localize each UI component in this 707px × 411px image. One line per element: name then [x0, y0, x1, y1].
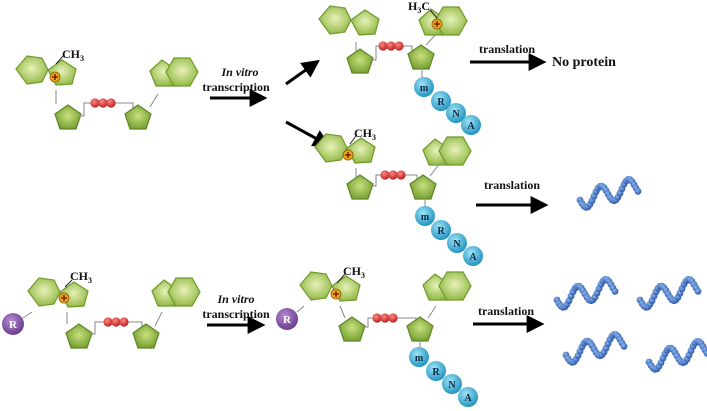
- svg-text:A: A: [469, 252, 477, 263]
- protein-coil-icon: [576, 176, 642, 211]
- svg-text:m: m: [421, 212, 430, 223]
- r-group-cap-icon: [2, 313, 24, 335]
- translation-label: translation: [478, 304, 534, 318]
- methyl-plus-icon: [342, 149, 354, 161]
- correct-cap-mrna: CH3 m R N A: [314, 126, 483, 266]
- triphosphate-bridge-icon: [372, 313, 398, 323]
- h3c-label: H3C: [408, 0, 430, 15]
- r-cap-mrna: R CH3 m R N A: [276, 264, 478, 407]
- ch3-label: CH3: [343, 264, 365, 280]
- svg-text:N: N: [448, 380, 456, 391]
- transcription-label: transcription: [202, 80, 270, 94]
- svg-text:N: N: [452, 109, 460, 120]
- r-cap-analog-left: R CH3: [2, 269, 201, 349]
- triphosphate-bridge-icon: [103, 317, 129, 327]
- svg-text:R: R: [437, 97, 445, 108]
- triphosphate-bridge-icon: [90, 98, 116, 108]
- methyl-plus-icon: [58, 292, 70, 304]
- arrow-icon: [285, 59, 320, 86]
- protein-coil-icon: [636, 276, 702, 311]
- protein-coil-icon: [562, 331, 628, 366]
- svg-text:R: R: [437, 226, 445, 237]
- protein-bead: [703, 349, 707, 357]
- svg-text:m: m: [415, 353, 424, 364]
- no-protein-label: No protein: [552, 55, 616, 70]
- protein-coil-icon: [553, 276, 619, 311]
- protein-bead: [634, 187, 642, 195]
- protein-bead: [620, 342, 628, 350]
- mrna-bead-chain-icon: m R N A: [415, 206, 483, 266]
- triphosphate-bridge-icon: [380, 170, 406, 180]
- ch3-label: CH3: [70, 269, 92, 285]
- mrna-bead-chain-icon: m R N A: [414, 77, 481, 135]
- svg-text:R: R: [432, 367, 440, 378]
- in-vitro-label: In vitro: [220, 65, 258, 79]
- svg-text:R: R: [9, 319, 18, 331]
- methyl-plus-icon: [431, 18, 443, 30]
- svg-text:A: A: [464, 393, 472, 404]
- mrna-bead-chain-icon: m R N A: [409, 347, 478, 407]
- transcription-label: transcription: [202, 307, 270, 321]
- triphosphate-bridge-icon: [378, 41, 404, 51]
- svg-text:R: R: [283, 314, 292, 326]
- cap-analog-left-top: CH3: [15, 47, 199, 130]
- svg-text:m: m: [420, 83, 429, 94]
- methyl-plus-icon: [49, 71, 61, 83]
- methyl-plus-icon: [330, 288, 342, 300]
- ch3-label: CH3: [62, 47, 84, 63]
- ch3-label: CH3: [354, 126, 376, 142]
- protein-bead: [694, 287, 702, 295]
- translation-label: translation: [484, 178, 540, 192]
- r-group-cap-icon: [276, 308, 298, 330]
- reverse-cap-mrna: H3C m R N A: [318, 0, 481, 135]
- in-vitro-label: In vitro: [216, 292, 254, 306]
- protein-coil-icon: [645, 338, 707, 373]
- translation-label: translation: [479, 42, 535, 56]
- svg-text:N: N: [453, 239, 461, 250]
- protein-bead: [611, 287, 619, 295]
- svg-text:A: A: [467, 121, 475, 132]
